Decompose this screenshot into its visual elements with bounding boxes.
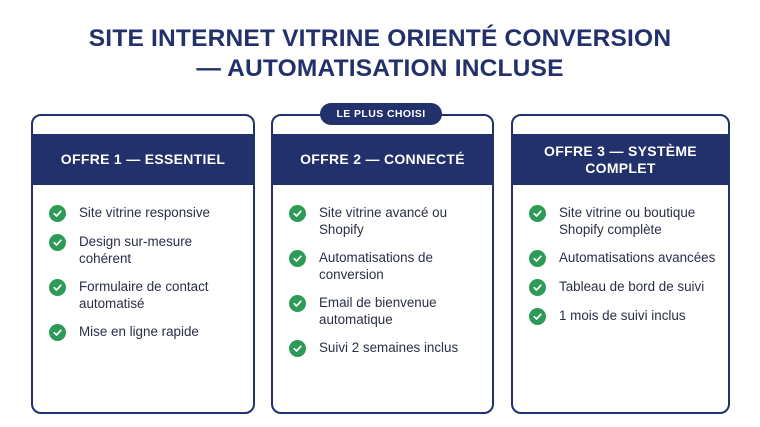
check-circle-icon bbox=[289, 250, 306, 267]
check-circle-icon bbox=[529, 250, 546, 267]
check-circle-icon bbox=[529, 308, 546, 325]
offer-card-header: OFFRE 3 — SYSTÈME COMPLET bbox=[513, 134, 728, 185]
feature-text: 1 mois de suivi inclus bbox=[559, 308, 686, 323]
page-title-line-2: — AUTOMATISATION INCLUSE bbox=[196, 55, 564, 82]
offer-card-2[interactable]: OFFRE 2 — CONNECTÉ Site vitrine avancé o… bbox=[271, 114, 494, 414]
check-circle-icon bbox=[529, 279, 546, 296]
feature-item: Automatisations avancées bbox=[529, 249, 720, 267]
offer-card-1[interactable]: OFFRE 1 — ESSENTIEL Site vitrine respons… bbox=[31, 114, 255, 414]
offer-card-header: OFFRE 1 — ESSENTIEL bbox=[33, 134, 253, 185]
feature-item: Tableau de bord de suivi bbox=[529, 278, 720, 296]
feature-item: Automatisations de conversion bbox=[289, 249, 484, 283]
feature-text: Email de bienvenue automatique bbox=[319, 295, 437, 327]
check-circle-icon bbox=[289, 295, 306, 312]
feature-item: Mise en ligne rapide bbox=[49, 323, 245, 341]
feature-item: 1 mois de suivi inclus bbox=[529, 307, 720, 325]
check-circle-icon bbox=[49, 279, 66, 296]
feature-list: Site vitrine ou boutique Shopify complèt… bbox=[529, 204, 720, 336]
check-circle-icon bbox=[49, 234, 66, 251]
most-chosen-badge: LE PLUS CHOISI bbox=[320, 103, 442, 125]
feature-text: Automatisations de conversion bbox=[319, 250, 433, 282]
check-circle-icon bbox=[49, 205, 66, 222]
check-circle-icon bbox=[49, 324, 66, 341]
feature-text: Site vitrine ou boutique Shopify complèt… bbox=[559, 205, 696, 237]
offer-card-header: OFFRE 2 — CONNECTÉ bbox=[273, 134, 492, 185]
feature-text: Site vitrine responsive bbox=[79, 205, 210, 220]
page-title-line-1: SITE INTERNET VITRINE ORIENTÉ CONVERSION bbox=[88, 25, 672, 52]
page-title: SITE INTERNET VITRINE ORIENTÉ CONVERSION… bbox=[0, 24, 760, 84]
feature-item: Site vitrine responsive bbox=[49, 204, 245, 222]
feature-text: Mise en ligne rapide bbox=[79, 324, 199, 339]
check-circle-icon bbox=[529, 205, 546, 222]
feature-item: Email de bienvenue automatique bbox=[289, 294, 484, 328]
feature-text: Automatisations avancées bbox=[559, 250, 716, 265]
feature-list: Site vitrine avancé ou Shopify Automatis… bbox=[289, 204, 484, 368]
check-circle-icon bbox=[289, 340, 306, 357]
check-circle-icon bbox=[289, 205, 306, 222]
feature-text: Formulaire de contact automatisé bbox=[79, 279, 209, 311]
feature-item: Formulaire de contact automatisé bbox=[49, 278, 245, 312]
feature-item: Site vitrine avancé ou Shopify bbox=[289, 204, 484, 238]
feature-text: Tableau de bord de suivi bbox=[559, 279, 705, 294]
feature-item: Suivi 2 semaines inclus bbox=[289, 339, 484, 357]
feature-item: Design sur-mesure cohérent bbox=[49, 233, 245, 267]
feature-text: Suivi 2 semaines inclus bbox=[319, 340, 459, 355]
feature-text: Site vitrine avancé ou Shopify bbox=[319, 205, 448, 237]
feature-list: Site vitrine responsive Design sur-mesur… bbox=[49, 204, 245, 352]
offer-card-3[interactable]: OFFRE 3 — SYSTÈME COMPLET Site vitrine o… bbox=[511, 114, 730, 414]
feature-item: Site vitrine ou boutique Shopify complèt… bbox=[529, 204, 720, 238]
feature-text: Design sur-mesure cohérent bbox=[79, 234, 193, 266]
